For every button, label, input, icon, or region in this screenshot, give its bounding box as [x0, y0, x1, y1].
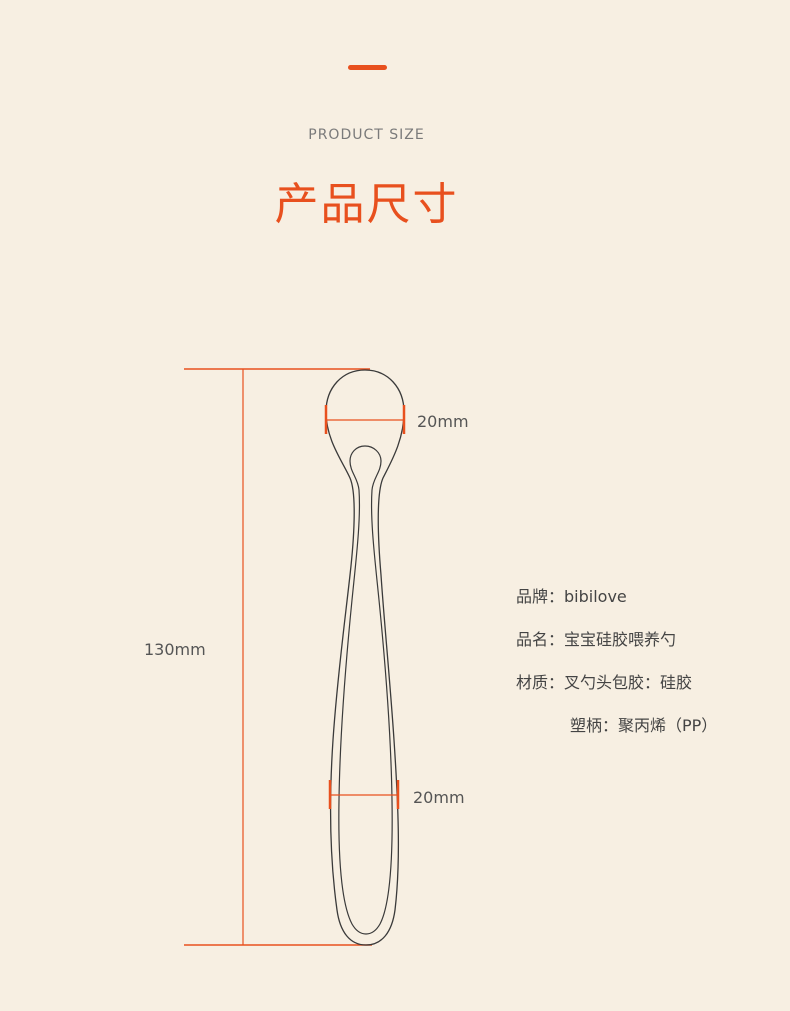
length-dimension-label: 130mm [144, 640, 206, 659]
accent-bar [348, 65, 387, 70]
head-width-dimension-label: 20mm [417, 412, 469, 431]
spec-material-handle: 塑柄：聚丙烯（PP） [570, 716, 718, 735]
spec-product-name: 品名：宝宝硅胶喂养勺 [516, 630, 677, 649]
spoon-inner-slot [338, 445, 393, 935]
page-title: 产品尺寸 [274, 179, 459, 230]
handle-width-dimension-label: 20mm [413, 788, 465, 807]
section-eyebrow: PRODUCT SIZE [308, 127, 425, 143]
spec-brand: 品牌：bibilove [516, 587, 627, 606]
spoon-outline [325, 369, 405, 946]
spec-material-head: 材质：叉勺头包胶：硅胶 [516, 673, 693, 692]
spec-list: 品牌：bibilove 品名：宝宝硅胶喂养勺 材质：叉勺头包胶：硅胶 塑柄：聚丙… [516, 586, 717, 758]
